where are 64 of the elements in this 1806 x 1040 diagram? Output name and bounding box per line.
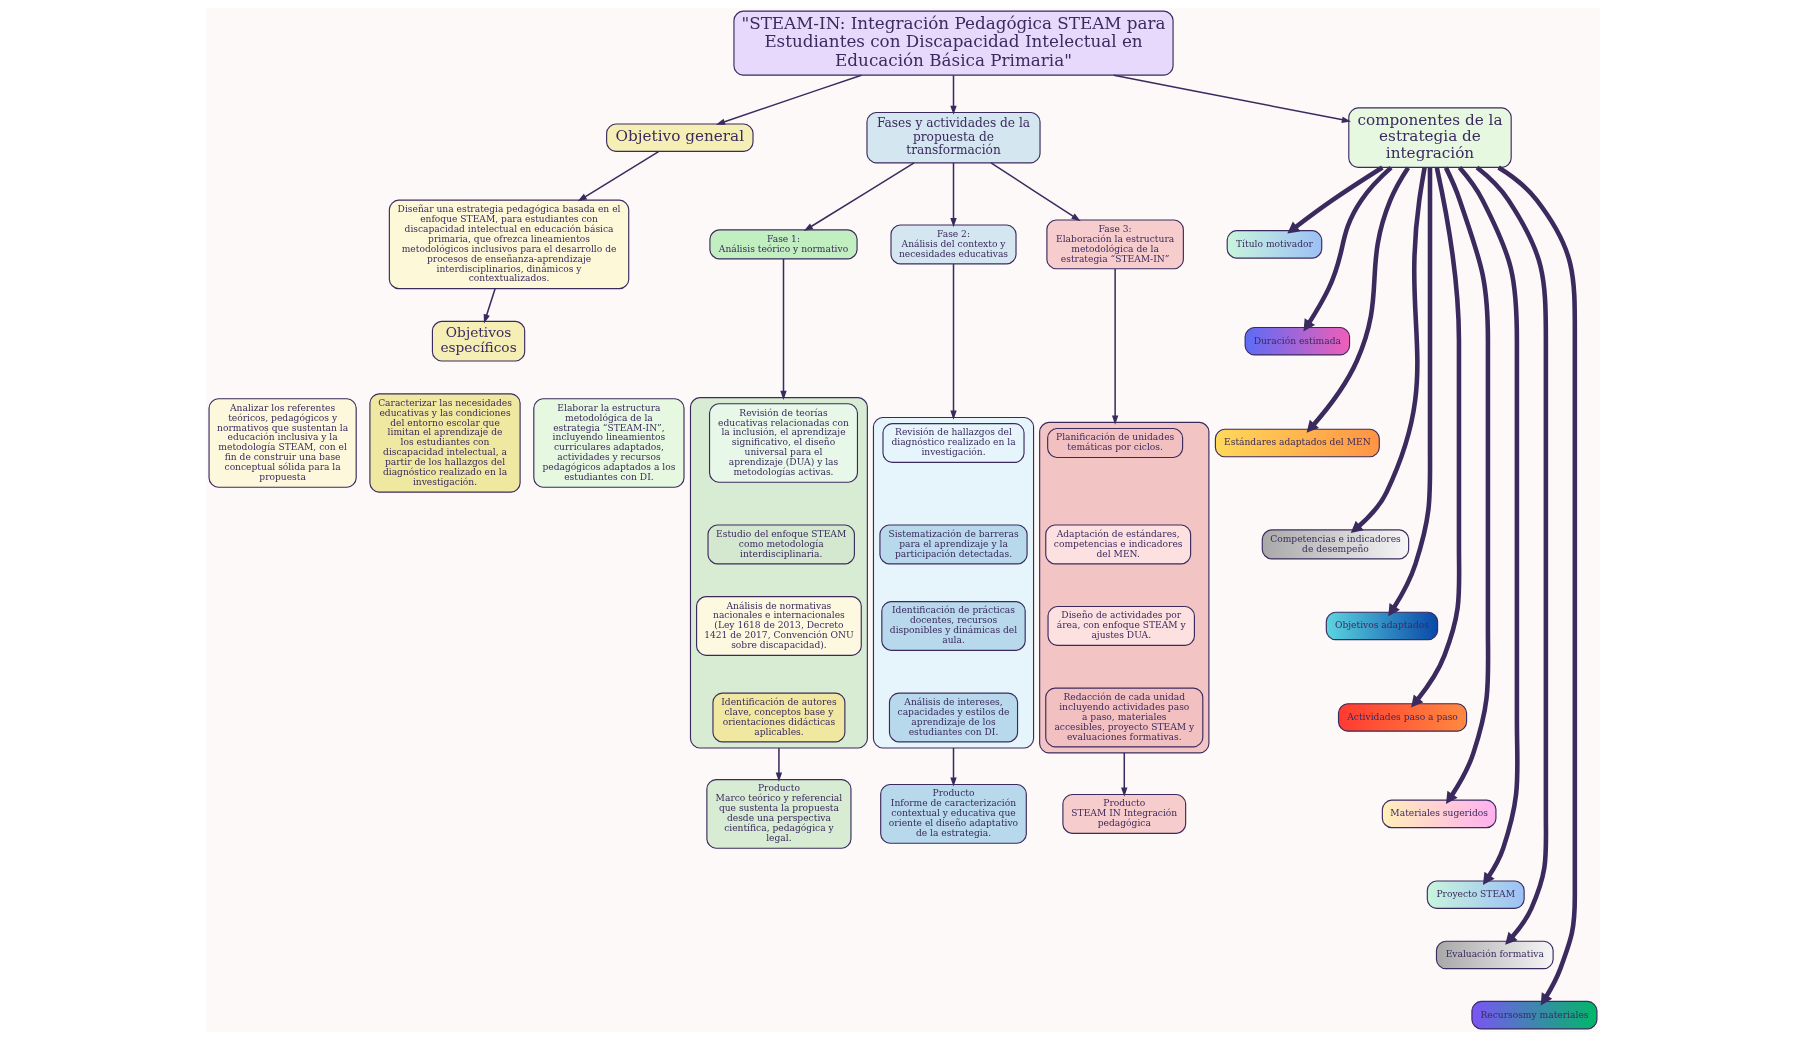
node-box: Objetivos específicos — [431, 320, 526, 362]
arrow — [483, 287, 496, 324]
arrow — [577, 150, 660, 202]
arrow — [1113, 74, 1351, 123]
node-box: Producto STEAM IN Integración pedagógica — [1062, 793, 1187, 834]
arrow — [950, 747, 957, 787]
arrow — [1306, 166, 1411, 433]
node-box: Recursosmy materiales — [1471, 1000, 1598, 1030]
node-box: Análisis de intereses, capacidades y estilos de aprendizaje de los estudiantes con DI. — [888, 692, 1019, 743]
arrow — [803, 162, 915, 232]
arrow — [1388, 167, 1433, 617]
node-box: Análisis de normativas nacionales e internacionales (Ley 1618 de 2013, Decreto 1421 de 2017, Convención ONU sobre discapacidad). — [696, 596, 862, 656]
cluster — [689, 397, 868, 749]
node-box: Fase 1: Análisis teórico y normativo — [709, 229, 858, 260]
arrow — [950, 74, 957, 115]
node-box: Revisión de hallazgos del diagnóstico realizado en la investigación. — [882, 423, 1025, 463]
arrow — [990, 162, 1081, 222]
node-box: Adaptación de estándares, competencias e indicadores del MEN. — [1045, 524, 1192, 565]
node-box: Fases y actividades de la propuesta de transformación — [866, 111, 1041, 164]
arrow — [1443, 166, 1491, 805]
node-box: Título motivador — [1226, 230, 1323, 259]
node-box: Estudio del enfoque STEAM como metodología interdisciplinaria. — [707, 524, 855, 565]
arrow — [1475, 165, 1549, 945]
arrow — [780, 258, 787, 400]
node-box: Analizar los referentes teóricos, pedagógicos y normativos que sustentan la educación inclusiva y la metodología STEAM, con el fin de construir una base conceptual sólida para la propuesta — [208, 398, 357, 488]
node-box: Evaluación formativa — [1435, 940, 1554, 970]
node-box: Objetivos adaptados — [1325, 611, 1439, 641]
node-box: Planificación de unidades temáticas por ciclos. — [1047, 427, 1184, 459]
node-box: "STEAM-IN: Integración Pedagógica STEAM para Estudiantes con Discapacidad Intelectual en Educación Básica Primaria" — [733, 10, 1174, 76]
node-box: Estándares adaptados del MEN — [1214, 428, 1380, 458]
node-box: Elaborar la estructura metodológica de la estrategia “STEAM-IN”, incluyendo lineamientos curriculares adaptados, actividades y recursos pedagógicos adaptados a los estudiantes con DI. — [533, 398, 685, 488]
node-box: Sistematización de barreras para el aprendizaje y la participación detectadas. — [879, 524, 1028, 565]
node-box: Diseño de actividades por área, con enfoque STEAM y ajustes DUA. — [1047, 605, 1195, 646]
node-box: Producto Informe de caracterización contextual y educativa que oriente el diseño adaptativo de la estrategia. — [880, 783, 1027, 844]
arrow — [1287, 165, 1384, 234]
node-box: Revisión de teorías educativas relacionadas con la inclusión, el aprendizaje significativo, el diseño universal para el aprendizaje (DUA) y las metodologías activas. — [708, 403, 859, 483]
arrow — [715, 74, 863, 125]
arrow — [1411, 167, 1462, 708]
arrow — [775, 747, 783, 782]
node-box: Fase 3: Elaboración la estructura metodológica de la estrategia “STEAM-IN” — [1046, 219, 1184, 270]
arrow — [1457, 166, 1520, 885]
node-box: componentes de la estrategia de integración — [1348, 107, 1512, 168]
node-box: Producto Marco teórico y referencial que sustenta la propuesta desde una perspectiva científica, pedagógica y legal. — [706, 779, 852, 849]
node-box: Caracterizar las necesidades educativas y las condiciones del entorno escolar que limitan el aprendizaje de los estudiantes con discapacidad intelectual, a partir de los hallazgos del diagnóstico realizado en la investigación. — [369, 393, 521, 493]
node-box: Redacción de cada unidad incluyendo actividades paso a paso, materiales accesibles, proyecto STEAM y evaluaciones formativas. — [1045, 687, 1204, 748]
arrow — [1303, 165, 1393, 332]
arrow — [1111, 268, 1119, 425]
node-box: Diseñar una estrategia pedagógica basada en el enfoque STEAM, para estudiantes con discapacidad intelectual en educación básica primaria, que ofrezca lineamientos metodológicos inclusivos para el desarrollo de procesos de enseñanza-aprendizaje interdisciplinarios, dinámicos y contextualizados. — [388, 199, 630, 290]
node-box: Objetivo general — [606, 123, 754, 152]
node-box: Identificación de prácticas docentes, recursos disponibles y dinámicas del aula. — [881, 601, 1026, 651]
arrow — [950, 162, 957, 228]
cluster — [872, 416, 1035, 749]
node-box: Identificación de autores clave, conceptos base y orientaciones didácticas aplicables. — [712, 692, 846, 743]
node-box: Competencias e indicadores de desempeño — [1261, 529, 1410, 560]
node-box: Duración estimada — [1244, 326, 1351, 356]
arrow — [1121, 752, 1128, 797]
node-box: Materiales sugeridos — [1381, 799, 1497, 829]
node-box: Fase 2: Análisis del contexto y necesidades educativas — [890, 224, 1017, 265]
node-box: Proyecto STEAM — [1426, 880, 1525, 909]
cluster — [1039, 421, 1210, 754]
arrow — [1497, 165, 1578, 1006]
node-box: Actividades paso a paso — [1337, 703, 1468, 732]
arrow — [1350, 167, 1427, 534]
arrow — [950, 263, 957, 420]
